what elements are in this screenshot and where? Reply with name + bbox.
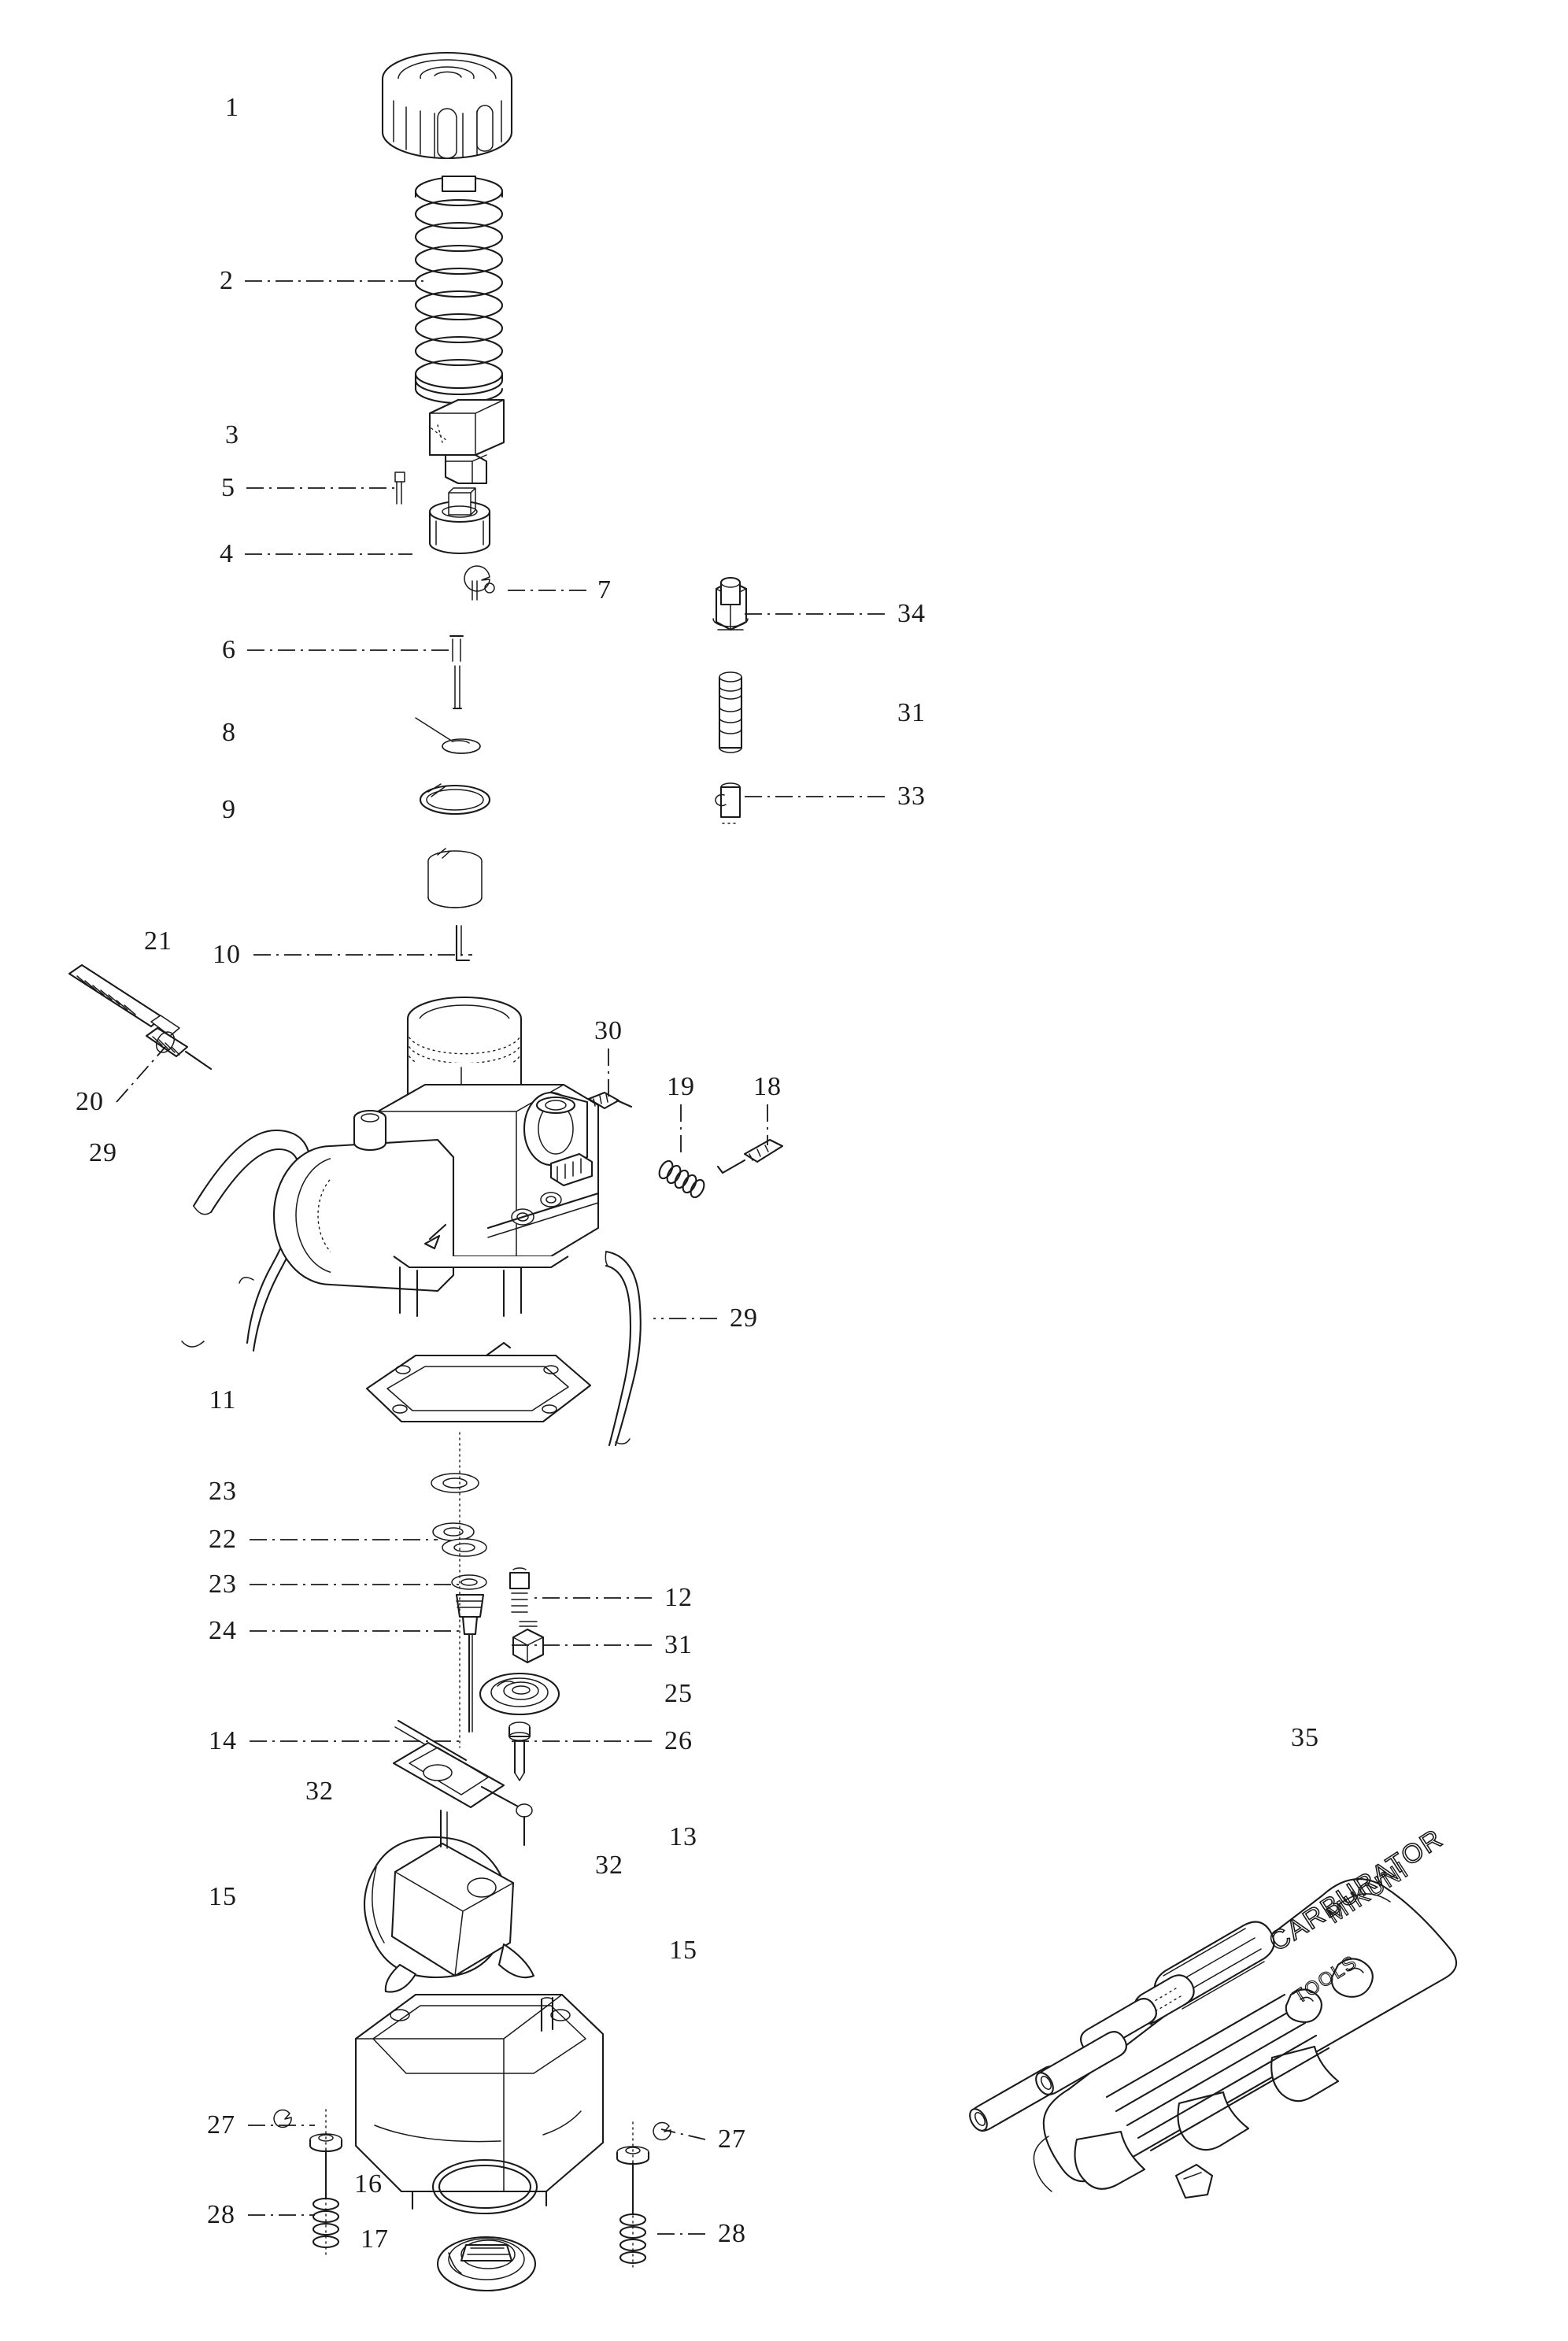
callout-2: 2 (220, 266, 234, 295)
part-main-jet-upper (718, 671, 743, 753)
part-clip-plate (428, 398, 505, 485)
part-return-spring (414, 175, 504, 405)
part-jet-needle (394, 472, 405, 505)
callout-14: 14 (209, 1726, 237, 1755)
callout-18: 18 (753, 1072, 782, 1101)
callout-19: 19 (667, 1072, 695, 1101)
callout-31: 31 (897, 698, 926, 727)
callout-34: 34 (897, 599, 926, 628)
part-idle-screw (587, 1091, 633, 1110)
callout-23b: 23 (209, 1570, 237, 1599)
callout-29: 29 (89, 1138, 117, 1167)
callout-32: 32 (305, 1777, 334, 1806)
callout-15: 15 (209, 1882, 237, 1911)
part-float-valve-needle (508, 1722, 531, 1781)
callout-3: 3 (225, 420, 239, 449)
callout-4: 4 (220, 539, 234, 568)
callout-28: 28 (207, 2200, 235, 2229)
part-washer-8 (415, 717, 481, 754)
part-cable-adjuster (68, 963, 213, 1071)
part-pilot-jet (508, 1567, 531, 1613)
callout-13: 13 (669, 1822, 697, 1851)
part-needle-clip (449, 634, 464, 710)
part-jet-stack (431, 1432, 487, 1748)
callout-28b: 28 (718, 2219, 746, 2248)
part-float-arm (392, 1719, 533, 1847)
callout-16: 16 (354, 2169, 383, 2199)
part-vent-hose-right (605, 1250, 642, 1447)
callout-1: 1 (225, 93, 239, 122)
callout-35: 35 (1291, 1723, 1319, 1752)
part-float-seat (479, 1672, 560, 1716)
leader-lines (116, 280, 885, 2235)
part-drain-oring (431, 2158, 538, 2215)
callout-21: 21 (144, 926, 172, 956)
callout-20: 20 (76, 1087, 104, 1116)
callout-15b: 15 (669, 1936, 697, 1965)
part-oring-9 (419, 783, 491, 815)
part-float-bowl (354, 1993, 605, 2210)
callout-29b: 29 (730, 1304, 758, 1333)
part-main-jet-lower (512, 1621, 545, 1664)
part-e-clip (464, 565, 495, 601)
part-tool-kit: MIKUNI CARBURATOR TOOLS (969, 1822, 1458, 2199)
leader-20 (116, 1046, 166, 1103)
part-pilot-air-screw (716, 1138, 784, 1174)
part-bowl-gasket (365, 1341, 592, 1423)
callout-12: 12 (664, 1583, 693, 1612)
callout-31b: 31 (664, 1630, 693, 1659)
part-pilot-screw-spring (658, 1159, 705, 1199)
part-top-cap (381, 51, 513, 160)
callout-17: 17 (361, 2225, 389, 2254)
callout-11: 11 (209, 1385, 237, 1415)
callout-7: 7 (597, 575, 612, 605)
part-hex-fitting (712, 576, 749, 631)
callout-5: 5 (221, 473, 235, 502)
callout-25: 25 (664, 1679, 693, 1708)
callout-27: 27 (207, 2110, 235, 2139)
callout-24: 24 (209, 1616, 237, 1645)
callout-10: 10 (213, 940, 241, 969)
part-bowl-screw-right (616, 2121, 671, 2269)
callout-8: 8 (222, 718, 236, 747)
part-drain-plug (436, 2236, 537, 2292)
leader-27b (660, 2128, 706, 2140)
callout-6: 6 (222, 635, 236, 664)
callout-23: 23 (209, 1477, 237, 1506)
callout-32b: 32 (595, 1851, 623, 1880)
callout-33: 33 (897, 782, 926, 811)
part-carburetor-body (272, 996, 600, 1318)
callout-30: 30 (594, 1016, 623, 1045)
part-bowl-screw-left (273, 2109, 343, 2255)
part-throttle-slide (428, 487, 491, 555)
callout-27b: 27 (718, 2125, 746, 2154)
part-mixing-chamber-top (427, 848, 483, 962)
callout-22: 22 (209, 1525, 237, 1554)
callout-9: 9 (222, 795, 236, 824)
callout-26: 26 (664, 1726, 693, 1755)
part-jet-holder-clip (715, 782, 741, 824)
part-float-assembly (364, 1809, 535, 1993)
